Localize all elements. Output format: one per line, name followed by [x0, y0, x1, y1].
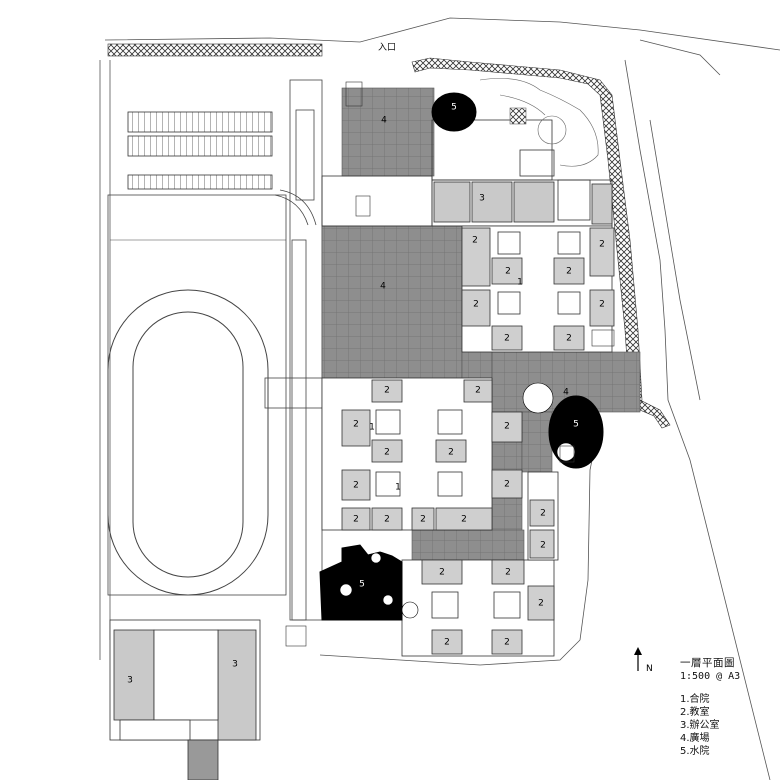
label-class-i: 2 [353, 420, 359, 430]
label-class-r: 2 [384, 515, 390, 525]
label-class-z: 2 [444, 638, 450, 648]
north-label: N [646, 664, 652, 673]
label-class-p: 2 [504, 480, 510, 490]
label-water-3: 5 [359, 580, 365, 590]
label-class-j: 2 [384, 386, 390, 396]
label-class-v: 2 [540, 541, 546, 551]
label-class-g: 2 [504, 334, 510, 344]
label-class-m: 2 [384, 448, 390, 458]
label-water-4: 5 [201, 641, 207, 651]
label-water-1: 5 [451, 103, 457, 113]
label-class-l: 2 [504, 422, 510, 432]
label-class-n: 2 [448, 448, 454, 458]
label-class-d: 2 [599, 240, 605, 250]
label-class-a: 2 [472, 236, 478, 246]
label-class-t: 2 [461, 515, 467, 525]
label-class-b: 2 [505, 267, 511, 277]
north-arrow-icon: N [634, 647, 652, 673]
label-class-aa: 2 [504, 638, 510, 648]
legend-title: 一層平面圖 [680, 657, 735, 669]
label-plaza-3: 4 [563, 388, 569, 398]
label-office-1: 3 [479, 194, 485, 204]
label-office-3: 3 [232, 660, 238, 670]
label-class-e: 2 [473, 300, 479, 310]
label-court-2: 1 [395, 483, 401, 493]
garden-area [479, 78, 599, 167]
office-rooms-top [433, 181, 613, 225]
label-class-f: 2 [599, 300, 605, 310]
legend-item: 5.水院 [680, 746, 710, 757]
legend-scale: 1:500 @ A3 [680, 671, 741, 682]
label-class-w: 2 [439, 568, 445, 578]
label-plaza-1: 4 [381, 116, 387, 126]
classroom-module-middle [321, 377, 523, 531]
perimeter-wall [107, 43, 671, 429]
entrance-label: 入口 [378, 43, 397, 53]
water-details [339, 382, 576, 619]
room-labels: 5 4 3 4 4 5 5 5 3 3 2 2 2 2 2 2 2 2 2 2 … [127, 103, 605, 686]
southwest-block [109, 619, 261, 780]
label-plaza-2: 4 [380, 282, 386, 292]
label-class-o: 2 [353, 481, 359, 491]
running-track [107, 194, 287, 596]
west-corridor [264, 79, 326, 621]
bleachers [127, 111, 273, 190]
legend-item: 4.廣場 [680, 733, 710, 744]
classroom-module-upper [461, 225, 615, 353]
classroom-module-lower [401, 471, 559, 657]
label-court-3: 1 [517, 278, 523, 288]
legend-item: 3.辦公室 [680, 720, 720, 731]
label-class-k: 2 [475, 386, 481, 396]
legend: 一層平面圖 1:500 @ A3 1.合院 2.教室 3.辦公室 4.廣場 5.… [680, 657, 776, 758]
label-class-u: 2 [540, 509, 546, 519]
stair-curve [274, 189, 317, 226]
label-water-2: 5 [573, 420, 579, 430]
label-class-y: 2 [538, 599, 544, 609]
label-class-q: 2 [353, 515, 359, 525]
legend-item: 2.教室 [680, 707, 710, 718]
label-court-1: 1 [369, 423, 375, 433]
site-boundary [99, 17, 780, 780]
legend-item: 1.合院 [680, 694, 710, 705]
label-class-h: 2 [566, 334, 572, 344]
stairs [285, 81, 615, 647]
label-class-x: 2 [505, 568, 511, 578]
label-class-c: 2 [566, 267, 572, 277]
label-office-2: 3 [127, 676, 133, 686]
label-class-s: 2 [420, 515, 426, 525]
